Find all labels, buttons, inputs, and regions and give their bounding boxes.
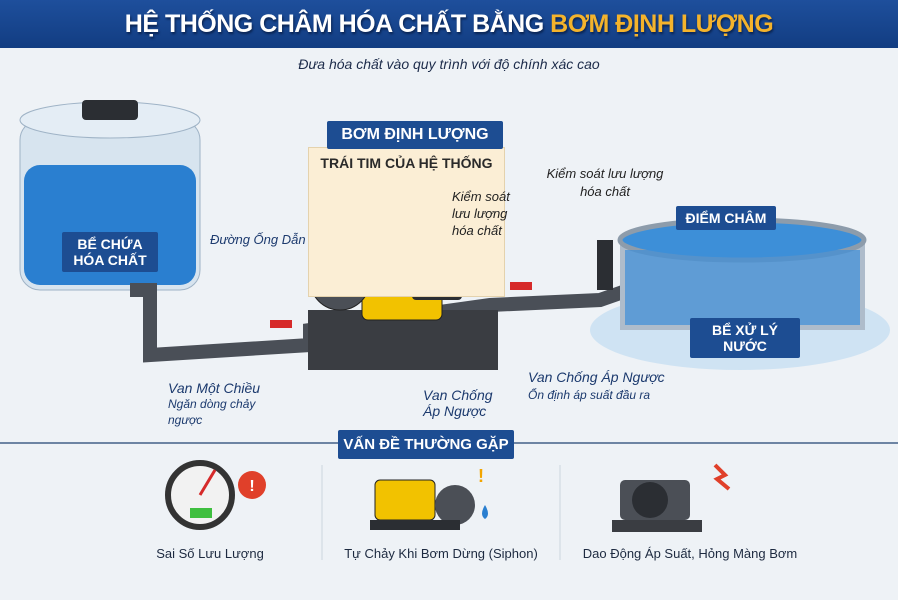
pump-title: BƠM ĐỊNH LƯỢNG (327, 121, 503, 149)
pump-panel (308, 147, 505, 297)
pump-note: Kiểm soát lưu lượng hóa chất (452, 189, 510, 238)
header-banner: HỆ THỐNG CHÂM HÓA CHẤT BẰNG BƠM ĐỊNH LƯỢ… (0, 0, 898, 48)
page-title: HỆ THỐNG CHÂM HÓA CHẤT BẰNG BƠM ĐỊNH LƯỢ… (124, 10, 774, 38)
problem-flow-error: Sai Số Lưu Lượng (156, 546, 264, 561)
backpressure-valve (597, 240, 613, 290)
pump-drip-icon: ! (370, 466, 488, 530)
page-subtitle: Đưa hóa chất vào quy trình với độ chính … (298, 56, 600, 72)
svg-text:!: ! (249, 478, 254, 495)
flow-control-label: Kiểm soát lưu lượng hóa chất (546, 166, 664, 199)
pump-subtitle: TRÁI TIM CỦA HỆ THỐNG (320, 155, 493, 171)
backpressure-valve-label-right: Van Chống Áp Ngược (528, 369, 665, 385)
svg-text:!: ! (478, 466, 484, 486)
problems-title: VẤN ĐỀ THƯỜNG GẶP (338, 430, 514, 459)
valve-handle (510, 282, 532, 290)
gauge-warning-icon: ! (165, 460, 266, 530)
backpressure-valve-desc: Ổn định áp suất đầu ra (528, 388, 651, 402)
treatment-tank-label: BỂ XỬ LÝ NƯỚC (690, 318, 800, 358)
treatment-tank-illustration (590, 217, 890, 370)
check-valve-desc: Ngăn dòng chảy ngược (168, 397, 256, 427)
problem-siphon: Tự Chảy Khi Bơm Dừng (Siphon) (344, 546, 538, 561)
check-valve-callout: Van Một Chiều Ngăn dòng chảy ngược (168, 380, 288, 428)
problem-pressure: Dao Động Áp Suất, Hỏng Màng Bơm (582, 546, 798, 561)
pipe-label: Đường Ống Dẫn (210, 232, 306, 247)
valve-handle (270, 320, 292, 328)
pump-damage-icon (612, 463, 731, 532)
backpressure-valve-callout: Van Chống Áp Ngược Ổn định áp suất đầu r… (528, 368, 708, 404)
backpressure-valve-label-left: Van Chống Áp Ngược (423, 387, 493, 419)
check-valve-label: Van Một Chiều (168, 380, 261, 396)
chemical-tank-label: BỂ CHỨA HÓA CHẤT (62, 232, 158, 272)
injection-point-label: ĐIỂM CHÂM (676, 206, 776, 230)
